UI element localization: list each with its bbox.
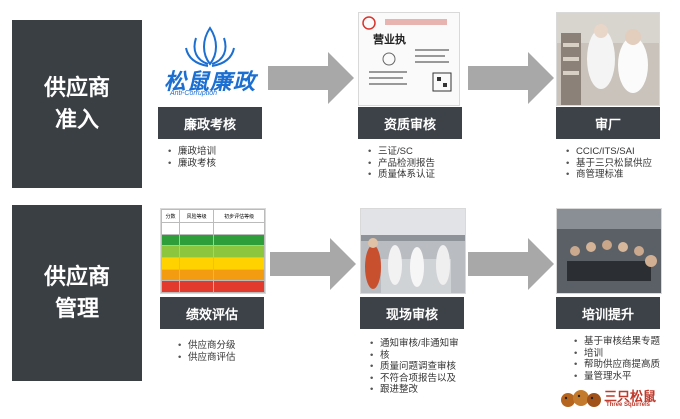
- performance-table: 分数 风险等级 初步评估等级: [161, 209, 265, 293]
- performance-bullets: 供应商分级 供应商评估: [176, 340, 288, 363]
- row-label-line2: 管理: [54, 296, 99, 321]
- brand-name: 三只松鼠: [604, 389, 657, 404]
- logo-subtext: Anti-Corruption: [170, 90, 218, 97]
- step-performance-title: 绩效评估: [160, 297, 264, 329]
- arrow-right-icon: [468, 238, 554, 290]
- brand-sub: Three Squirrels: [606, 402, 651, 408]
- squirrel-icon: [561, 390, 601, 407]
- row-label-line1: 供应商: [43, 75, 110, 100]
- license-image: 营业执: [358, 12, 460, 106]
- list-item: 不符合项报告以及: [370, 373, 484, 385]
- row-label-management: 供应商 管理: [12, 205, 142, 381]
- list-item: 核: [370, 350, 484, 362]
- list-item: 廉政考核: [168, 158, 278, 170]
- list-item: 培训: [574, 348, 680, 360]
- step-qualification-title: 资质审核: [358, 107, 462, 139]
- table-header-cell: 分数: [161, 209, 180, 224]
- lotus-icon: [185, 26, 235, 67]
- step-integrity-title: 廉政考核: [158, 107, 262, 139]
- logo-text: 松鼠廉政: [163, 69, 256, 94]
- list-item: 质量问题调查审核: [370, 361, 484, 373]
- list-item: 量管理水平: [574, 371, 680, 383]
- table-header-cell: 风险等级: [178, 209, 215, 224]
- list-item: 基于审核结果专题: [574, 336, 680, 348]
- arrow-right-icon: [268, 52, 354, 104]
- qualification-bullets: 三证/SC 产品检测报告 质量体系认证: [366, 146, 478, 181]
- list-item: 通知审核/非通知审: [370, 338, 484, 350]
- step-factory-title: 审厂: [556, 107, 660, 139]
- list-item: CCIC/ITS/SAI: [566, 146, 680, 158]
- brand-logo: 三只松鼠 Three Squirrels: [560, 384, 672, 414]
- list-item: 供应商分级: [178, 340, 288, 352]
- arrow-right-icon: [270, 238, 356, 290]
- list-item: 产品检测报告: [368, 158, 478, 170]
- integrity-logo: 松鼠廉政 Anti-Corruption: [158, 20, 262, 100]
- step-training-title: 培训提升: [556, 297, 660, 329]
- list-item: 基于三只松鼠供应: [566, 158, 680, 170]
- list-item: 廉政培训: [168, 146, 278, 158]
- factory-photo: [556, 12, 660, 106]
- table-header-cell: 初步评估等级: [213, 209, 265, 224]
- arrow-right-icon: [468, 52, 554, 104]
- list-item: 供应商评估: [178, 352, 288, 364]
- list-item: 跟进整改: [370, 384, 484, 396]
- license-title: 营业执: [373, 34, 406, 46]
- list-item: 帮助供应商提高质: [574, 359, 680, 371]
- onsite-audit-photo: [360, 208, 466, 294]
- step-onsite-title: 现场审核: [360, 297, 464, 329]
- list-item: 质量体系认证: [368, 169, 478, 181]
- factory-bullets: CCIC/ITS/SAI 基于三只松鼠供应 商管理标准: [564, 146, 680, 181]
- list-item: 三证/SC: [368, 146, 478, 158]
- row-label-line1: 供应商: [43, 264, 110, 289]
- performance-table-image: 分数 风险等级 初步评估等级: [160, 208, 266, 294]
- training-bullets: 基于审核结果专题 培训 帮助供应商提高质 量管理水平: [572, 336, 680, 382]
- training-photo: [556, 208, 662, 294]
- list-item: 商管理标准: [566, 169, 680, 181]
- onsite-bullets: 通知审核/非通知审 核 质量问题调查审核 不符合项报告以及 跟进整改: [368, 338, 484, 396]
- row-label-line2: 准入: [54, 107, 99, 132]
- row-label-admission: 供应商 准入: [12, 20, 142, 188]
- integrity-bullets: 廉政培训 廉政考核: [166, 146, 278, 169]
